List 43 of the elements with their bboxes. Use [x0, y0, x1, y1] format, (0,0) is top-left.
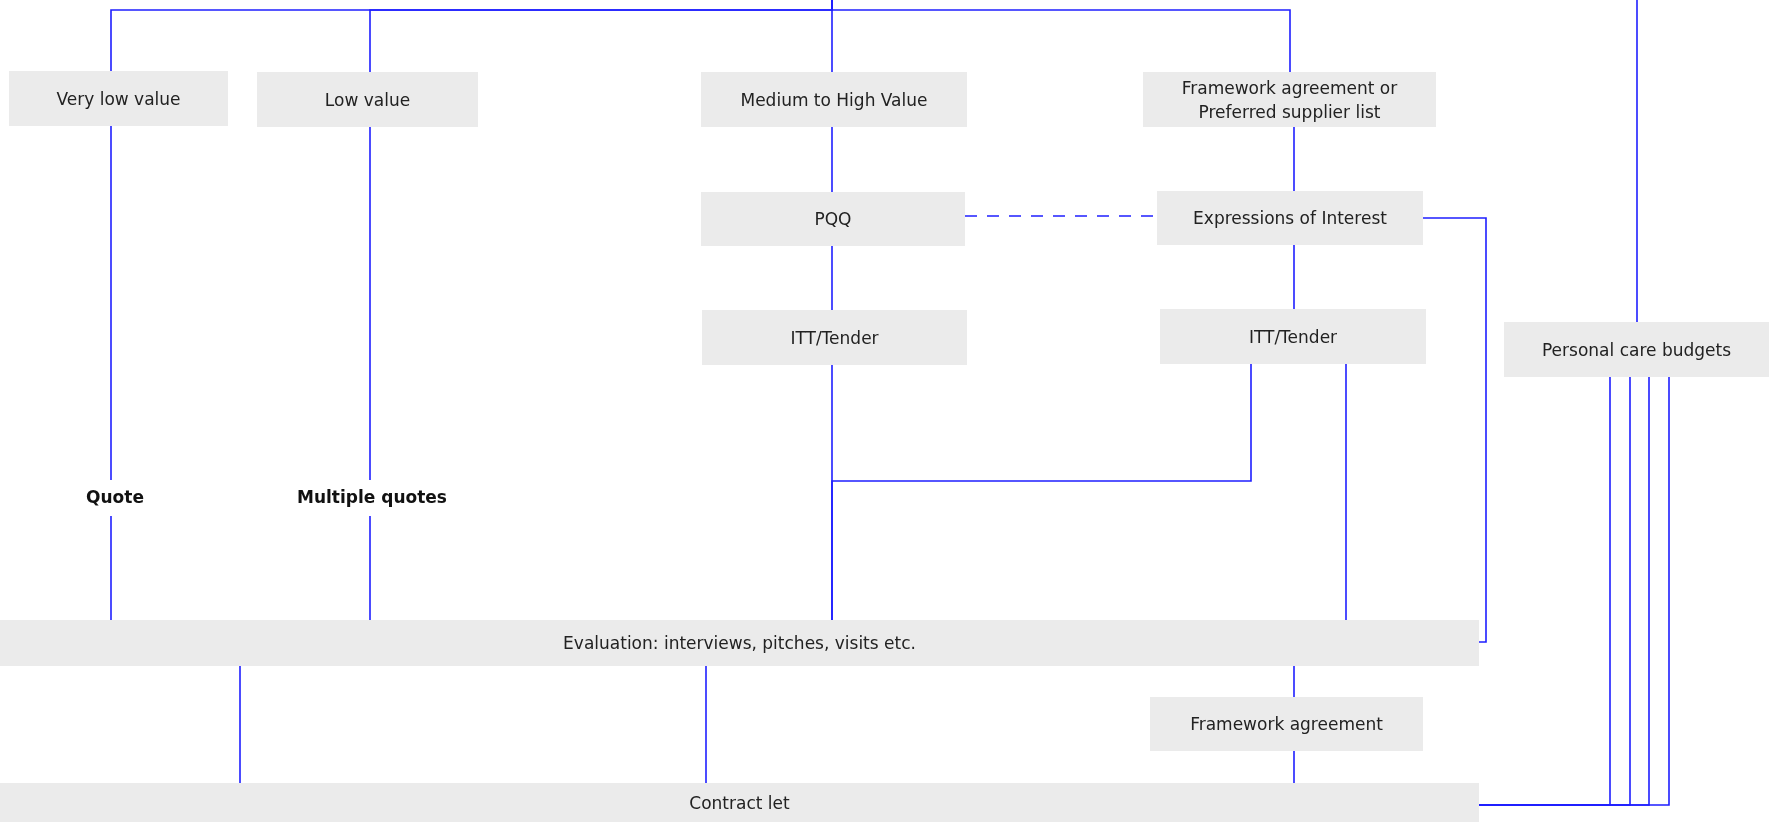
box-label: PQQ: [814, 208, 852, 231]
step-label: Quote: [75, 480, 155, 516]
box-label: Expressions of Interest: [1193, 207, 1387, 230]
process-box: [702, 310, 967, 365]
box-label: Framework agreement: [1190, 713, 1383, 736]
process-box: [257, 72, 478, 127]
connector-line: [369, 126, 371, 481]
connector-line: [831, 245, 833, 311]
box-label: Personal care budgets: [1541, 338, 1731, 362]
connector-line: [1293, 750, 1295, 784]
connector-line: [831, 126, 833, 193]
connector-line: [110, 515, 112, 621]
box-label: Low value: [324, 88, 411, 112]
process-box: [1150, 697, 1423, 751]
connector-line: [831, 363, 1252, 621]
connector-line: [705, 665, 707, 784]
process-box: [9, 71, 228, 126]
process-box: [1143, 72, 1436, 127]
connector-line: [1293, 126, 1295, 192]
connector-line: [369, 515, 371, 621]
connector-line: [1345, 363, 1347, 621]
connector-line: [1293, 665, 1295, 698]
box-label: Contract let: [689, 791, 790, 815]
box-label: Medium to High Value: [740, 88, 928, 112]
process-box: [701, 192, 965, 246]
box-label: Framework agreement or Preferred supplier list: [1180, 76, 1399, 124]
connector-line: [1293, 244, 1295, 310]
step-label: Multiple quotes: [286, 480, 458, 516]
connector-line: [239, 665, 241, 784]
process-box: [0, 783, 1479, 822]
process-box: [1160, 309, 1426, 364]
connector-line: [1422, 217, 1487, 643]
box-label: ITT/Tender: [1248, 325, 1338, 349]
process-box: [0, 620, 1479, 666]
box-label: ITT/Tender: [790, 326, 879, 350]
connector-line: [831, 0, 1291, 73]
process-box: [701, 72, 967, 127]
box-label: Very low value: [56, 87, 181, 111]
connector-line: [110, 125, 112, 481]
process-box: [1504, 322, 1769, 377]
process-box: [1157, 191, 1423, 245]
connector-line: [1636, 0, 1638, 323]
box-label: Evaluation: interviews, pitches, visits etc.: [563, 632, 916, 655]
